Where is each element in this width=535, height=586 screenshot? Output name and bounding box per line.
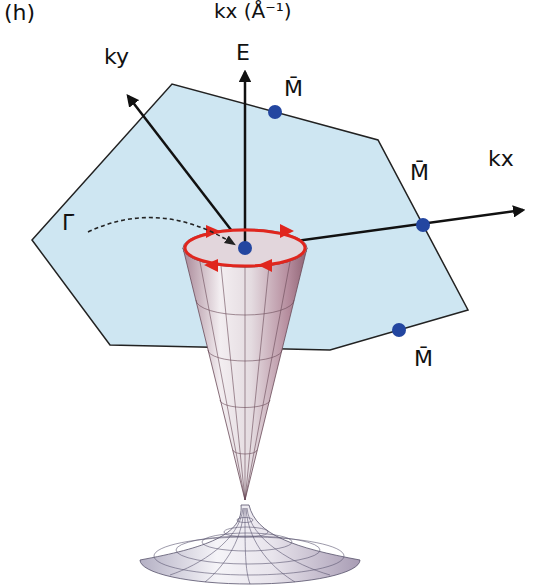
point-label: Γ̄	[62, 210, 74, 235]
m-point	[392, 323, 406, 337]
mesh-line	[224, 527, 268, 537]
spin-arrow	[204, 259, 218, 272]
point-label: M̄	[414, 346, 433, 371]
mesh-line	[245, 267, 246, 500]
mesh-line	[200, 262, 245, 500]
mesh-line	[205, 508, 244, 582]
point-label: M̄	[410, 160, 429, 185]
mesh-line	[154, 537, 344, 575]
mesh-line	[202, 533, 292, 551]
ky-axis	[128, 96, 245, 248]
spin-arrow	[258, 259, 272, 272]
mesh-line	[170, 508, 243, 575]
axis-label: ky	[104, 44, 129, 69]
spin-arrow	[206, 225, 220, 238]
energy-axis	[244, 72, 247, 248]
spin-arrow	[280, 224, 294, 238]
mesh-line	[245, 262, 290, 500]
mesh-line	[221, 266, 245, 500]
m-point	[268, 105, 282, 119]
gamma-point	[238, 241, 252, 255]
surface-state-cone	[183, 248, 307, 500]
panel-letter: (h)	[4, 0, 35, 25]
axis-label: kx	[488, 146, 514, 171]
point-label: M̄	[284, 76, 303, 101]
cone-mesh	[196, 262, 294, 500]
valence-band-surface	[140, 505, 360, 584]
valence-band-mesh	[154, 508, 344, 584]
mesh-line	[247, 508, 330, 575]
axis-unit-label: kx (Å⁻¹)	[214, 0, 292, 23]
axis-label: E	[236, 40, 250, 65]
fermi-circle	[185, 230, 305, 266]
gamma-pointer	[88, 218, 234, 244]
m-point	[416, 218, 430, 232]
mesh-line	[245, 266, 269, 500]
